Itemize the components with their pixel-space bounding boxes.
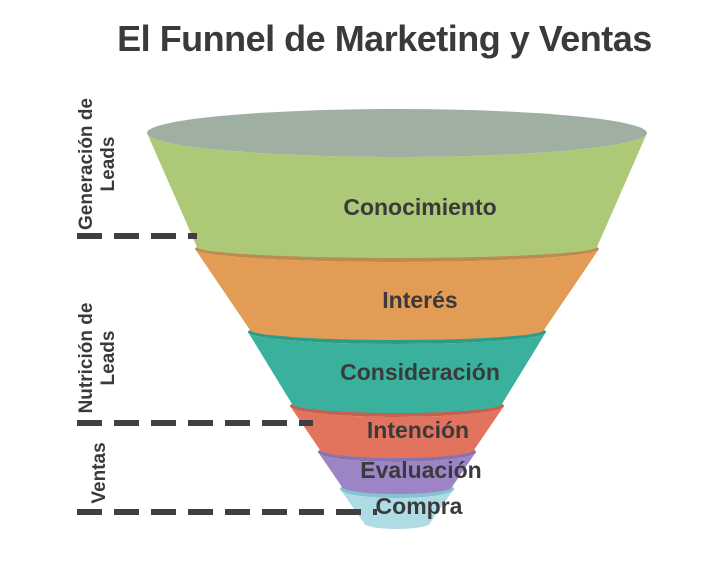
phase-label-line: Leads bbox=[98, 331, 119, 386]
stage-label-consideracion: Consideración bbox=[340, 359, 500, 385]
stage-rim-conocimiento bbox=[147, 109, 647, 157]
stage-label-conocimiento: Conocimiento bbox=[343, 194, 496, 220]
stage-label-interes: Interés bbox=[382, 287, 457, 313]
stage-body-compra bbox=[340, 489, 454, 529]
stage-labels: Conocimiento Interés Consideración Inten… bbox=[340, 194, 500, 519]
phase-dividers bbox=[77, 233, 377, 515]
stage-label-intencion: Intención bbox=[367, 417, 469, 443]
stage-label-evaluacion: Evaluación bbox=[360, 457, 481, 483]
stage-bodies bbox=[147, 133, 647, 529]
stage-body-evaluacion bbox=[318, 452, 476, 494]
stage-body-consideracion bbox=[248, 332, 546, 413]
phase-labels: Generación de Leads Nutrición de Leads V… bbox=[76, 98, 119, 504]
stage-body-intencion bbox=[290, 406, 504, 458]
phase-label-line: Generación de bbox=[76, 98, 97, 230]
page-title: El Funnel de Marketing y Ventas bbox=[117, 18, 652, 59]
phase-label-line: Nutrición de bbox=[76, 303, 97, 414]
phase-label-ventas: Ventas bbox=[89, 442, 110, 503]
stage-body-conocimiento bbox=[147, 133, 647, 258]
phase-label-nutricion-de-leads: Nutrición de Leads bbox=[76, 303, 119, 414]
phase-label-line: Leads bbox=[98, 137, 119, 192]
stage-body-interes bbox=[195, 249, 599, 340]
stage-label-compra: Compra bbox=[376, 493, 463, 519]
phase-label-generacion-de-leads: Generación de Leads bbox=[76, 98, 119, 230]
phase-label-line: Ventas bbox=[89, 442, 110, 503]
